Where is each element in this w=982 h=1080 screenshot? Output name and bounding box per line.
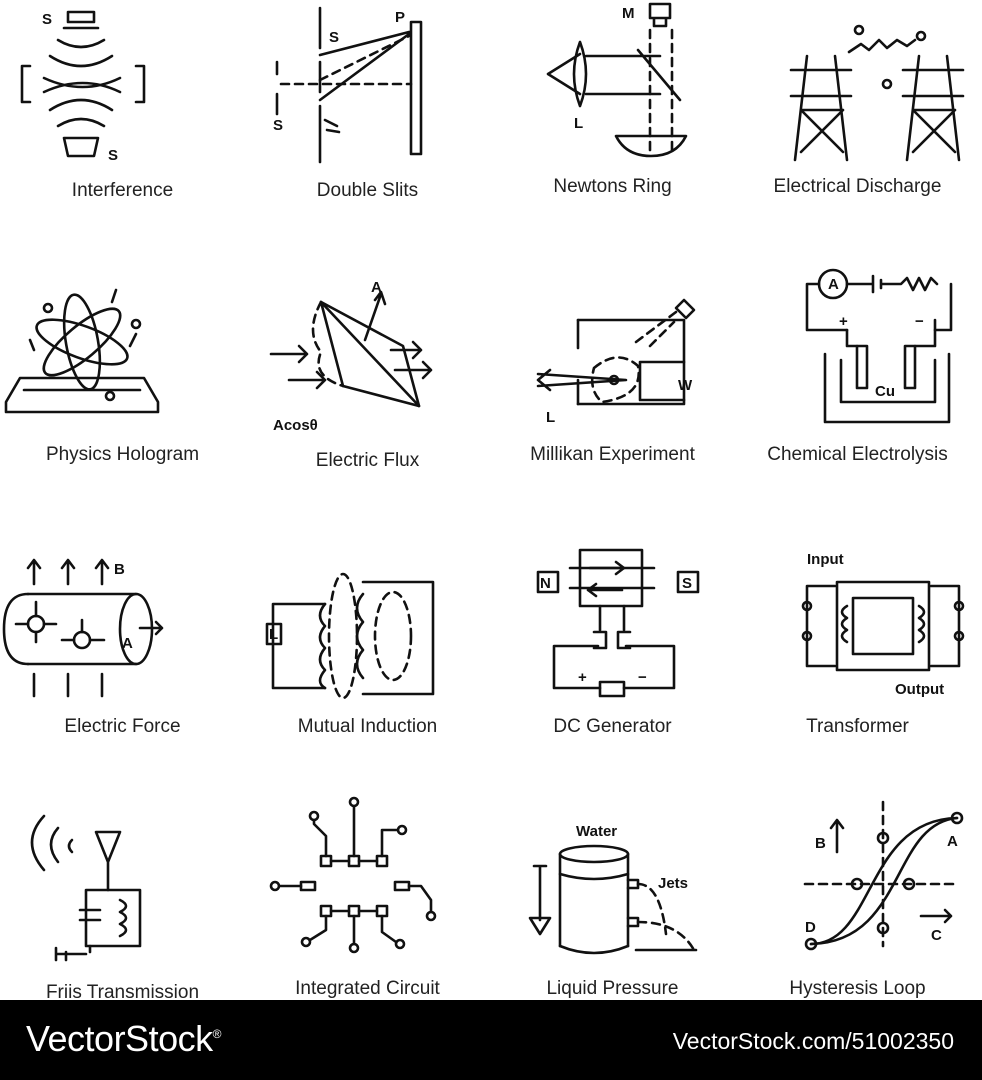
icon-label: Newtons Ring [553,176,672,197]
icon-label: Millikan Experiment [530,444,695,465]
svg-text:Water: Water [576,823,617,840]
svg-text:A: A [828,276,839,293]
icon-label: Integrated Circuit [295,978,440,999]
icon-cell-physics-hologram: Physics Hologram [0,250,245,500]
icon-label: Liquid Pressure [546,978,679,999]
svg-text:A: A [122,635,133,652]
icon-cell-mutual-induction: L Mutual Induction [245,500,490,750]
icon-cell-integrated-circuit: Integrated Circuit [245,750,490,1000]
liquid-pressure-icon: Water Jets [490,823,735,1000]
electrical-discharge-icon [735,0,980,250]
icon-cell-electric-flux: A Acosθ Electric Flux [245,250,490,500]
svg-text:−: − [915,313,924,330]
svg-text:W: W [678,377,693,394]
icon-cell-chemical-electrolysis: + − Cu A Chemical Electrolysis [735,250,980,500]
svg-text:S: S [329,29,339,46]
icon-cell-millikan-experiment: L W Millikan Experiment [490,250,735,500]
svg-text:A: A [947,833,958,850]
icon-grid: S S Interference S S P Double Slits M [0,0,982,1003]
newtons-ring-icon: M L [490,0,735,250]
brand-logo: VectorStock® [26,1018,221,1059]
icon-label: Interference [71,180,174,201]
dc-generator-icon: N S + − [490,500,735,750]
svg-text:Cu: Cu [875,383,895,400]
svg-text:L: L [574,115,583,132]
millikan-experiment-icon: L W [490,250,735,426]
svg-text:L: L [269,626,278,643]
icon-label: Electric Force [64,716,181,737]
svg-text:C: C [931,927,942,944]
svg-text:P: P [395,9,405,26]
icon-label: Electrical Discharge [773,176,942,197]
icon-cell-double-slits: S S P Double Slits [245,0,490,250]
icon-cell-newtons-ring: M L Newtons Ring [490,0,735,250]
svg-text:B: B [114,561,125,578]
friis-transmission-icon [0,750,245,1000]
icon-cell-liquid-pressure: Water Jets Liquid Pressure [490,750,735,1000]
icon-label: Hysteresis Loop [789,978,926,999]
icon-label: Mutual Induction [297,716,438,737]
icon-cell-electrical-discharge: Electrical Discharge [735,0,980,250]
chemical-electrolysis-icon: + − Cu A [735,250,980,500]
svg-text:−: − [638,669,647,686]
icon-label: Friis Transmission [45,982,200,1003]
svg-text:B: B [815,835,826,852]
icon-label: Double Slits [316,180,419,201]
interference-icon: S S [0,0,245,164]
svg-text:+: + [839,313,848,330]
stock-id: VectorStock.com/51002350 [672,1028,954,1054]
double-slits-icon: S S P [273,0,490,250]
svg-text:S: S [682,575,692,592]
icon-label: Physics Hologram [45,444,200,465]
svg-text:L: L [546,409,555,426]
icon-cell-friis-transmission: Friis Transmission [0,750,245,1003]
icon-cell-electric-force: B A Electric Force [0,500,245,750]
svg-text:Input: Input [807,551,844,568]
electric-force-icon: B A [0,500,245,750]
svg-text:S: S [42,11,52,28]
icon-label: Chemical Electrolysis [767,444,948,465]
svg-text:M: M [622,5,635,22]
integrated-circuit-icon [245,750,490,1000]
svg-text:A: A [371,279,382,296]
svg-text:+: + [578,669,587,686]
svg-text:S: S [273,117,283,134]
icon-cell-dc-generator: N S + − DC Generator [490,500,735,750]
svg-text:N: N [540,575,551,592]
icon-cell-transformer: Input Output Transformer [735,500,980,750]
icon-label: DC Generator [553,716,672,737]
icon-cell-interference: S S Interference [0,0,245,250]
electric-flux-icon: A Acosθ [245,279,490,434]
mutual-induction-icon: L [245,500,490,750]
transformer-icon: Input Output [735,551,980,698]
icon-label: Transformer [806,716,909,737]
icon-label: Electric Flux [315,450,420,471]
svg-text:Jets: Jets [658,875,688,892]
icon-cell-hysteresis-loop: B A D C Hysteresis Loop [735,750,980,1000]
svg-text:Acosθ: Acosθ [273,417,318,434]
svg-text:S: S [108,147,118,164]
physics-hologram-icon [0,250,245,500]
svg-text:D: D [805,919,816,936]
watermark-footer: VectorStock® VectorStock.com/51002350 [0,1000,982,1080]
hysteresis-loop-icon: B A D C [735,750,980,1000]
svg-text:Output: Output [895,681,944,698]
